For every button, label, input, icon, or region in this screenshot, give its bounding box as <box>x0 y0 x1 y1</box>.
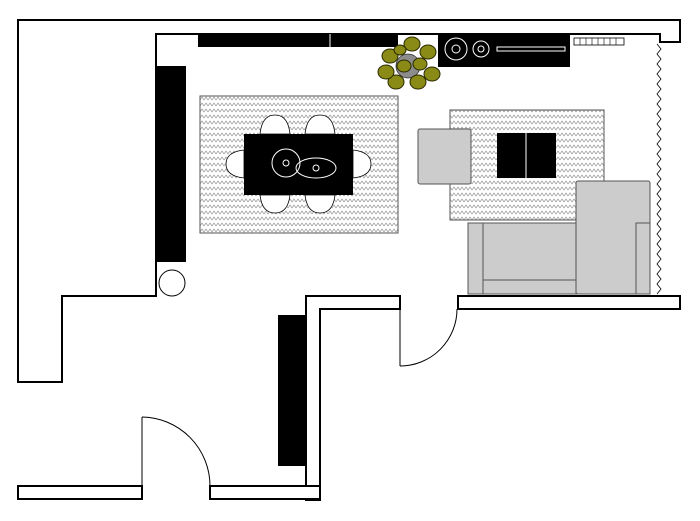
hallway-cabinet <box>278 315 307 466</box>
dining-chair <box>259 194 291 214</box>
dining-table <box>244 134 353 195</box>
kitchen-counter-with-hob-and-sink <box>438 34 570 67</box>
wall-cabinet-top <box>198 34 398 47</box>
hob-ring-large <box>444 37 468 61</box>
outer-wall <box>17 19 681 383</box>
living-room-door[interactable] <box>399 308 458 367</box>
tall-cabinet-left <box>156 66 186 262</box>
bottom-left-wall <box>17 485 143 500</box>
round-side-table <box>158 269 186 297</box>
central-wall <box>305 295 401 501</box>
entrance-door[interactable] <box>141 416 211 487</box>
dining-chair <box>225 149 245 179</box>
hob-ring-small <box>472 40 490 58</box>
sink-edge <box>496 46 566 52</box>
hob-ring-large-center <box>451 44 461 54</box>
dining-chair <box>352 149 372 179</box>
coffee-table <box>497 133 556 178</box>
dining-chair-set <box>225 114 372 214</box>
dining-chair <box>304 194 336 214</box>
bottom-middle-wall <box>209 485 321 500</box>
corner-sofa <box>467 180 651 295</box>
potted-plant <box>377 36 441 90</box>
dining-chair <box>259 114 291 135</box>
armchair <box>417 128 472 185</box>
walls <box>17 19 681 501</box>
curtain-window <box>656 43 662 295</box>
radiator <box>573 37 625 46</box>
dining-chair <box>304 114 336 135</box>
hob-ring-small-center <box>477 45 485 53</box>
right-room-bottom-wall <box>457 295 681 310</box>
